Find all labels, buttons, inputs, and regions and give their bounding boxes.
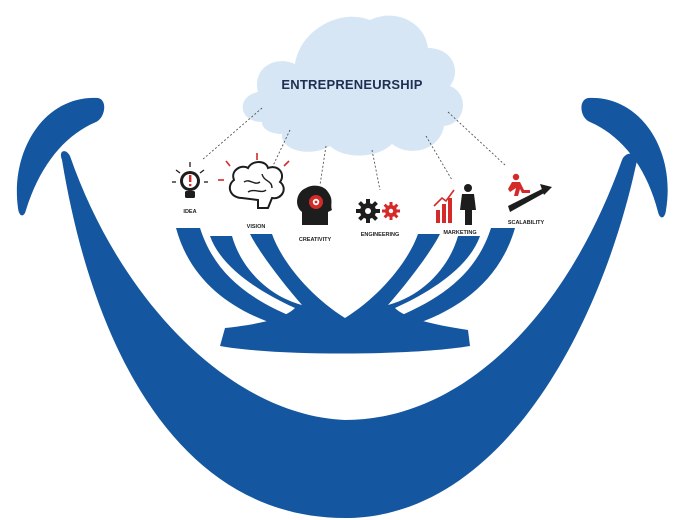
lightbulb-icon: [172, 162, 208, 198]
smile-left-horn: [16, 97, 105, 216]
smile-inner-band: [210, 234, 480, 354]
icon-item-creativity: CREATIVITY: [297, 185, 332, 243]
icon-item-engineering: ENGINEERING: [356, 199, 400, 238]
cloud-title: ENTREPRENEURSHIP: [281, 77, 422, 92]
icon-label-scalability: SCALABILITY: [508, 220, 545, 226]
icon-label-engineering: ENGINEERING: [361, 232, 400, 238]
head-icon: [297, 185, 332, 225]
connector-engineering: [371, 149, 381, 191]
brain-icon: [218, 153, 290, 209]
connector-marketing: [425, 135, 453, 181]
smile-shape: [16, 97, 668, 518]
icon-label-idea: IDEA: [183, 209, 196, 215]
icon-label-marketing: MARKETING: [443, 230, 476, 236]
icon-item-vision: VISION: [218, 153, 290, 230]
stairs-runner-icon: [508, 173, 552, 212]
smile-finger-left: [176, 228, 300, 326]
connectors: [201, 107, 506, 191]
smile-finger-right: [390, 228, 515, 326]
smile-outer-band: [60, 151, 637, 518]
icon-item-marketing: MARKETING: [433, 184, 477, 236]
smile-right-horn: [581, 97, 668, 218]
icon-item-idea: IDEA: [172, 162, 208, 215]
cloud-body: [242, 15, 463, 156]
connector-scalability: [447, 111, 506, 166]
cloud-shape: ENTREPRENEURSHIP: [242, 15, 463, 156]
connector-idea: [201, 107, 263, 161]
connector-creativity: [319, 145, 327, 186]
icon-label-vision: VISION: [247, 224, 266, 230]
icon-item-scalability: SCALABILITY: [508, 173, 552, 226]
growth-chart-person-icon: [433, 184, 476, 225]
gears-icon: [356, 199, 400, 223]
icon-label-creativity: CREATIVITY: [299, 237, 332, 243]
